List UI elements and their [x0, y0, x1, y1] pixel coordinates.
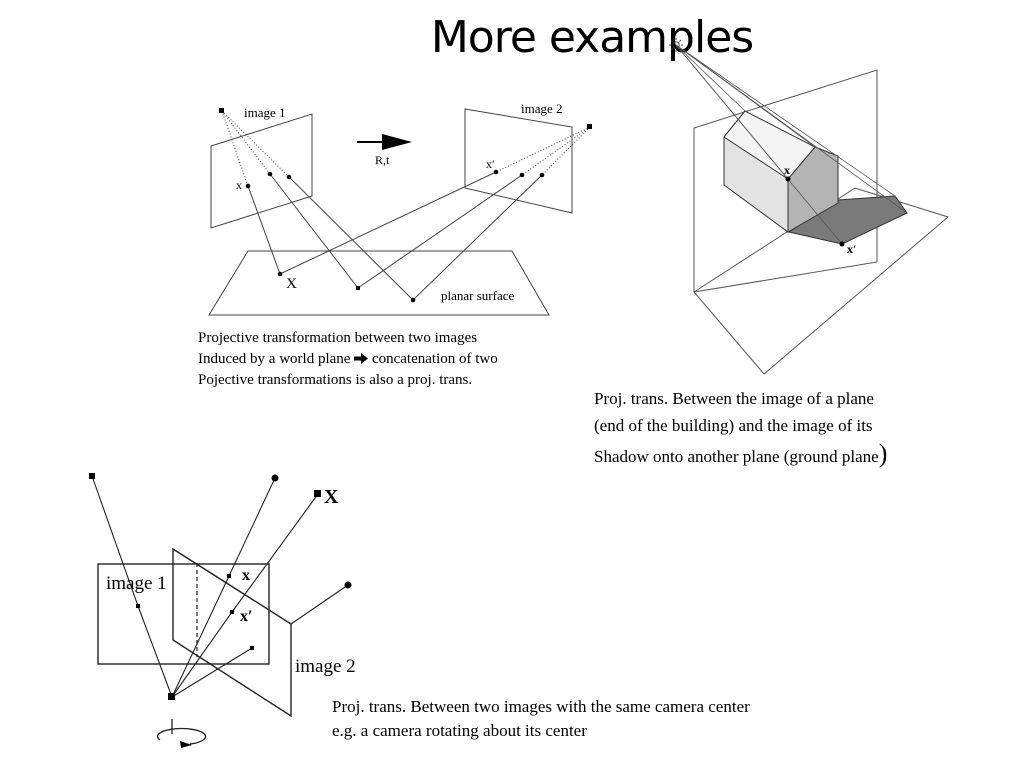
label-building-x: x — [784, 163, 790, 177]
caption-shadow-line-3: Shadow onto another plane (ground plane) — [594, 441, 887, 470]
camera2-rays — [279, 126, 591, 301]
label-shadow-xprime: x′ — [847, 242, 856, 256]
caption-planar-homography: Projective transformation between two im… — [198, 328, 498, 391]
image-plane-1 — [210, 113, 313, 229]
caption-shadow-line-3-text: Shadow onto another plane (ground plane — [594, 447, 879, 466]
caption-shadow: Proj. trans. Between the image of a plan… — [594, 385, 887, 470]
label-rotation-X: X — [324, 486, 339, 508]
label-planar-surface: planar surface — [441, 288, 514, 303]
label-rotation-x: x — [242, 567, 250, 584]
image-plane-2 — [464, 108, 573, 214]
label-rotation-xprime: x′ — [240, 608, 253, 625]
planar-homography-figure — [208, 108, 592, 316]
label-rotation-image-2: image 2 — [295, 656, 356, 677]
caption-planar-line-3: Pojective transformations is also a proj… — [198, 372, 473, 388]
caption-planar-line-2b: concatenation of two — [371, 351, 498, 367]
caption-shadow-paren: ) — [878, 439, 888, 468]
building-end-plane — [693, 69, 878, 293]
label-image-2: image 2 — [521, 101, 563, 116]
slide-title: More examples — [430, 12, 754, 63]
planar-points — [219, 108, 592, 303]
rotation-image-plane-2 — [172, 547, 292, 718]
rotation-points — [89, 473, 352, 700]
light-rays — [675, 44, 908, 245]
label-x: x — [236, 178, 242, 192]
caption-rotation-line-1: Proj. trans. Between two images with the… — [332, 697, 750, 716]
caption-planar-line-2: Induced by a world plane concatenation o… — [198, 349, 498, 370]
caption-rotation: Proj. trans. Between two images with the… — [332, 695, 750, 743]
caption-shadow-line-1: Proj. trans. Between the image of a plan… — [594, 389, 874, 408]
label-world-point-X: X — [286, 276, 297, 292]
rotation-figure — [89, 473, 352, 748]
caption-shadow-line-2: (end of the building) and the image of i… — [594, 416, 873, 435]
shadow-figure — [669, 38, 950, 375]
label-xprime: x′ — [486, 157, 495, 171]
label-rt: R,t — [375, 153, 390, 167]
right-arrow-icon — [357, 134, 412, 150]
label-image-1: image 1 — [244, 105, 286, 120]
caption-planar-line-1: Projective transformation between two im… — [198, 330, 478, 346]
bold-arrow-icon — [354, 353, 369, 364]
caption-rotation-line-2: e.g. a camera rotating about its center — [332, 721, 587, 740]
rotation-arrow-icon — [156, 719, 207, 748]
planar-surface — [208, 250, 550, 316]
sun-icon — [669, 38, 683, 52]
caption-planar-line-2a: Induced by a world plane — [198, 351, 351, 367]
camera1-rays — [221, 110, 414, 301]
rotation-rays — [91, 475, 349, 698]
label-rotation-image-1: image 1 — [106, 573, 167, 594]
shadow-points — [785, 176, 845, 247]
